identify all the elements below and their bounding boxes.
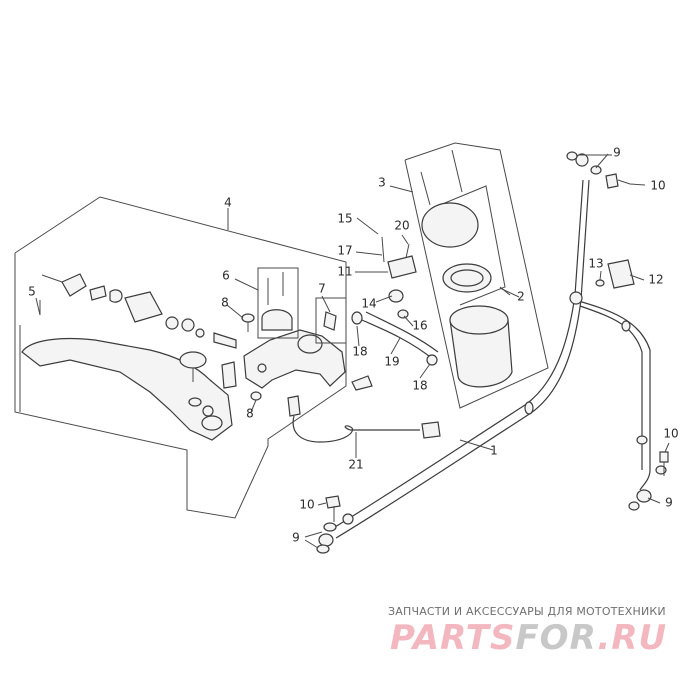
callout-15: 15	[337, 212, 352, 226]
watermark-logo: PARTSFOR.RU	[390, 618, 667, 658]
brake-hose	[318, 153, 652, 547]
master-cylinder-internal-parts	[41, 273, 262, 417]
callout-18a: 18	[352, 345, 367, 359]
callout-1: 1	[490, 444, 498, 458]
hose-guide-bracket	[595, 259, 635, 289]
fluid-reservoir	[420, 149, 513, 388]
callout-10a: 10	[650, 179, 665, 193]
callout-19: 19	[384, 355, 399, 369]
callout-12: 12	[648, 273, 663, 287]
callout-18b: 18	[412, 379, 427, 393]
callout-8a: 8	[221, 296, 229, 310]
watermark-logo-tld: .RU	[597, 618, 668, 658]
callout-10c: 10	[299, 498, 314, 512]
frame-group-4	[14, 196, 347, 519]
callout-labels: 1 2 3 4 5 6 7 8 8 9 9 9 10 10 10 11 12 1…	[28, 146, 678, 545]
watermark-logo-main: PARTS	[390, 618, 516, 658]
watermark-logo-mid: FOR	[515, 618, 598, 658]
callout-11: 11	[337, 265, 352, 279]
callout-10b: 10	[663, 427, 678, 441]
watermark-caption: ЗАПЧАСТИ И АКСЕССУАРЫ ДЛЯ МОТОТЕХНИКИ	[388, 605, 666, 618]
callout-9c: 9	[292, 531, 300, 545]
callout-17: 17	[337, 244, 352, 258]
brake-lever	[21, 297, 233, 441]
master-cylinder-body	[243, 329, 373, 391]
callout-16: 16	[412, 319, 427, 333]
leader-lines	[39, 153, 670, 549]
callout-6: 6	[222, 269, 230, 283]
callout-9a: 9	[613, 146, 621, 160]
handlebar-clamp	[241, 267, 299, 339]
callout-5: 5	[28, 285, 36, 299]
callout-14: 14	[361, 297, 376, 311]
callout-2: 2	[517, 290, 525, 304]
callout-21: 21	[348, 458, 363, 472]
callout-7: 7	[318, 282, 326, 296]
brake-light-switch-wire	[287, 395, 441, 443]
callout-13: 13	[588, 257, 603, 271]
callout-3: 3	[378, 176, 386, 190]
callout-4: 4	[224, 196, 232, 210]
bleeder-group-7	[315, 297, 347, 344]
banjo-bolts-washers	[316, 151, 669, 554]
reservoir-bracket-hose	[351, 236, 439, 366]
callout-20: 20	[394, 219, 409, 233]
callout-9b: 9	[665, 496, 673, 510]
callout-8b: 8	[246, 407, 254, 421]
